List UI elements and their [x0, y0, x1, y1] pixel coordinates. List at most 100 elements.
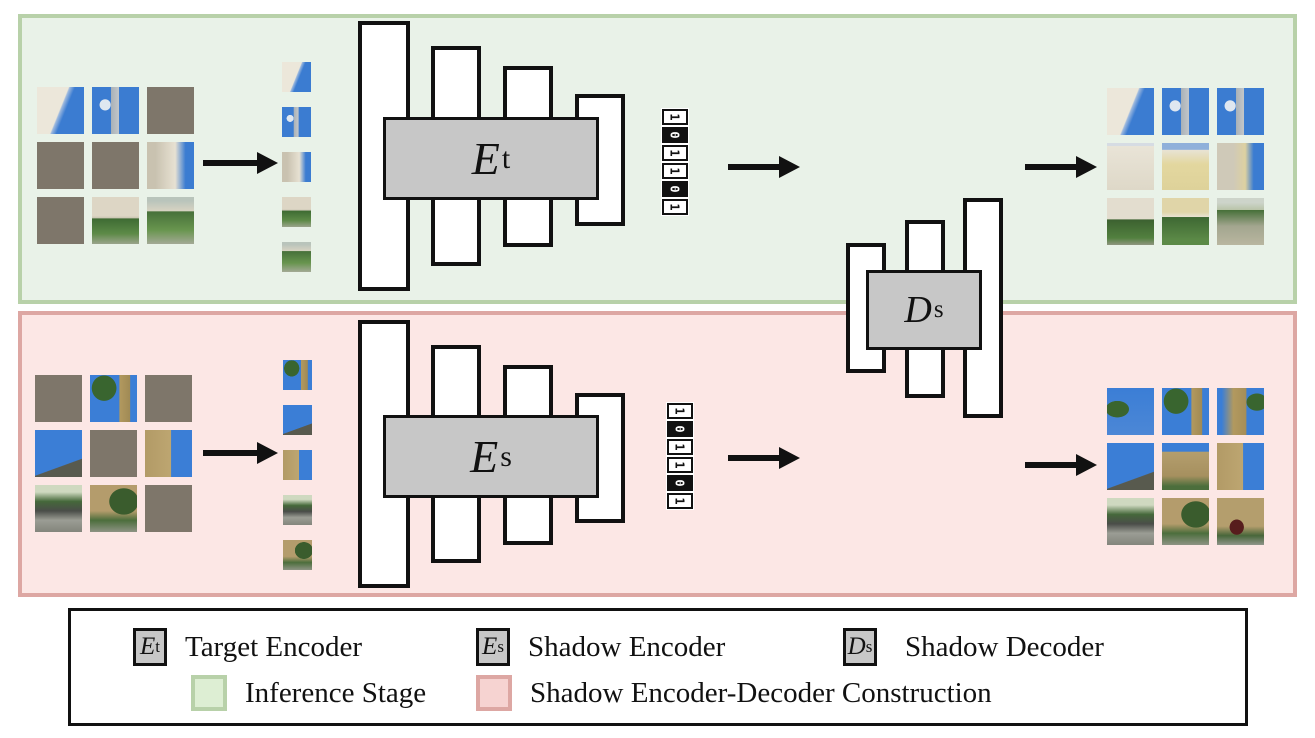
image-patch — [282, 197, 311, 227]
visible-token-column-bottom — [283, 360, 312, 570]
legend-subscript: s — [497, 637, 504, 656]
image-patch — [1107, 88, 1154, 135]
binary-bit: 1 — [662, 145, 688, 161]
shadow-decoder-symbol: D — [904, 289, 932, 331]
binary-bit: 0 — [662, 181, 688, 197]
legend-symbol: E — [139, 633, 156, 660]
binary-bit: 1 — [667, 493, 693, 509]
masked-patch — [90, 430, 137, 477]
masked-patch — [35, 375, 82, 422]
arrow-right-icon — [728, 156, 800, 178]
legend-item-construction-stage: Shadow Encoder-Decoder Construction — [476, 673, 992, 713]
image-patch — [282, 107, 311, 137]
image-patch — [1217, 498, 1264, 545]
image-patch — [1217, 88, 1264, 135]
binary-bit: 1 — [662, 163, 688, 179]
image-patch — [282, 62, 311, 92]
image-patch — [1217, 198, 1264, 245]
masked-patch — [147, 87, 194, 134]
binary-bit: 1 — [662, 109, 688, 125]
shadow-encoder-symbol: E — [470, 431, 499, 482]
inference-stage-swatch — [191, 675, 227, 711]
image-patch — [283, 540, 312, 570]
masked-patch — [92, 142, 139, 189]
masked-patch — [37, 142, 84, 189]
arrow-right-icon — [728, 447, 800, 469]
legend-symbol: D — [847, 633, 866, 660]
image-patch — [145, 430, 192, 477]
image-patch — [283, 450, 312, 480]
masked-image-grid-top — [37, 87, 194, 244]
masked-patch — [145, 485, 192, 532]
masked-patch — [37, 197, 84, 244]
image-patch — [1162, 143, 1209, 190]
legend-subscript: t — [155, 637, 160, 656]
image-patch — [35, 485, 82, 532]
image-patch — [282, 242, 311, 272]
legend-label: Shadow Encoder-Decoder Construction — [530, 676, 992, 709]
image-patch — [283, 495, 312, 525]
legend-label: Shadow Decoder — [905, 630, 1104, 663]
image-patch — [37, 87, 84, 134]
image-patch — [1217, 388, 1264, 435]
shadow-decoder-subscript: s — [933, 296, 944, 323]
binary-bit: 1 — [667, 457, 693, 473]
image-patch — [1107, 498, 1154, 545]
binary-bit: 0 — [662, 127, 688, 143]
reconstructed-image-grid-top — [1107, 88, 1264, 245]
legend-label: Shadow Encoder — [528, 630, 726, 663]
legend-item-inference-stage: Inference Stage — [191, 673, 426, 713]
image-patch — [1217, 143, 1264, 190]
image-patch — [282, 152, 311, 182]
masked-patch — [145, 375, 192, 422]
image-patch — [1162, 388, 1209, 435]
arrow-right-icon — [203, 152, 278, 174]
binary-bit: 1 — [667, 439, 693, 455]
inference-stage-panel — [18, 14, 1297, 304]
image-patch — [90, 485, 137, 532]
image-patch — [1162, 498, 1209, 545]
image-patch — [1107, 198, 1154, 245]
image-patch — [1217, 443, 1264, 490]
image-patch — [147, 197, 194, 244]
image-patch — [1162, 88, 1209, 135]
image-patch — [1162, 198, 1209, 245]
shadow-encoder-subscript: s — [500, 439, 512, 473]
image-patch — [1107, 443, 1154, 490]
binary-bit: 0 — [667, 421, 693, 437]
image-patch — [92, 87, 139, 134]
legend-subscript: s — [865, 637, 873, 656]
legend-label: Target Encoder — [185, 630, 362, 663]
arrow-right-icon — [1025, 156, 1097, 178]
image-patch — [1107, 143, 1154, 190]
image-patch — [90, 375, 137, 422]
legend-label: Inference Stage — [245, 676, 427, 709]
image-patch — [283, 405, 312, 435]
image-patch — [92, 197, 139, 244]
target-encoder-symbol: E — [471, 133, 500, 184]
binary-bit: 0 — [667, 475, 693, 491]
target-encoder-subscript: t — [501, 141, 511, 175]
image-patch — [1107, 388, 1154, 435]
visible-token-column-top — [282, 62, 311, 272]
image-patch — [1162, 443, 1209, 490]
masked-image-grid-bottom — [35, 375, 192, 532]
image-patch — [147, 142, 194, 189]
image-patch — [283, 360, 312, 390]
